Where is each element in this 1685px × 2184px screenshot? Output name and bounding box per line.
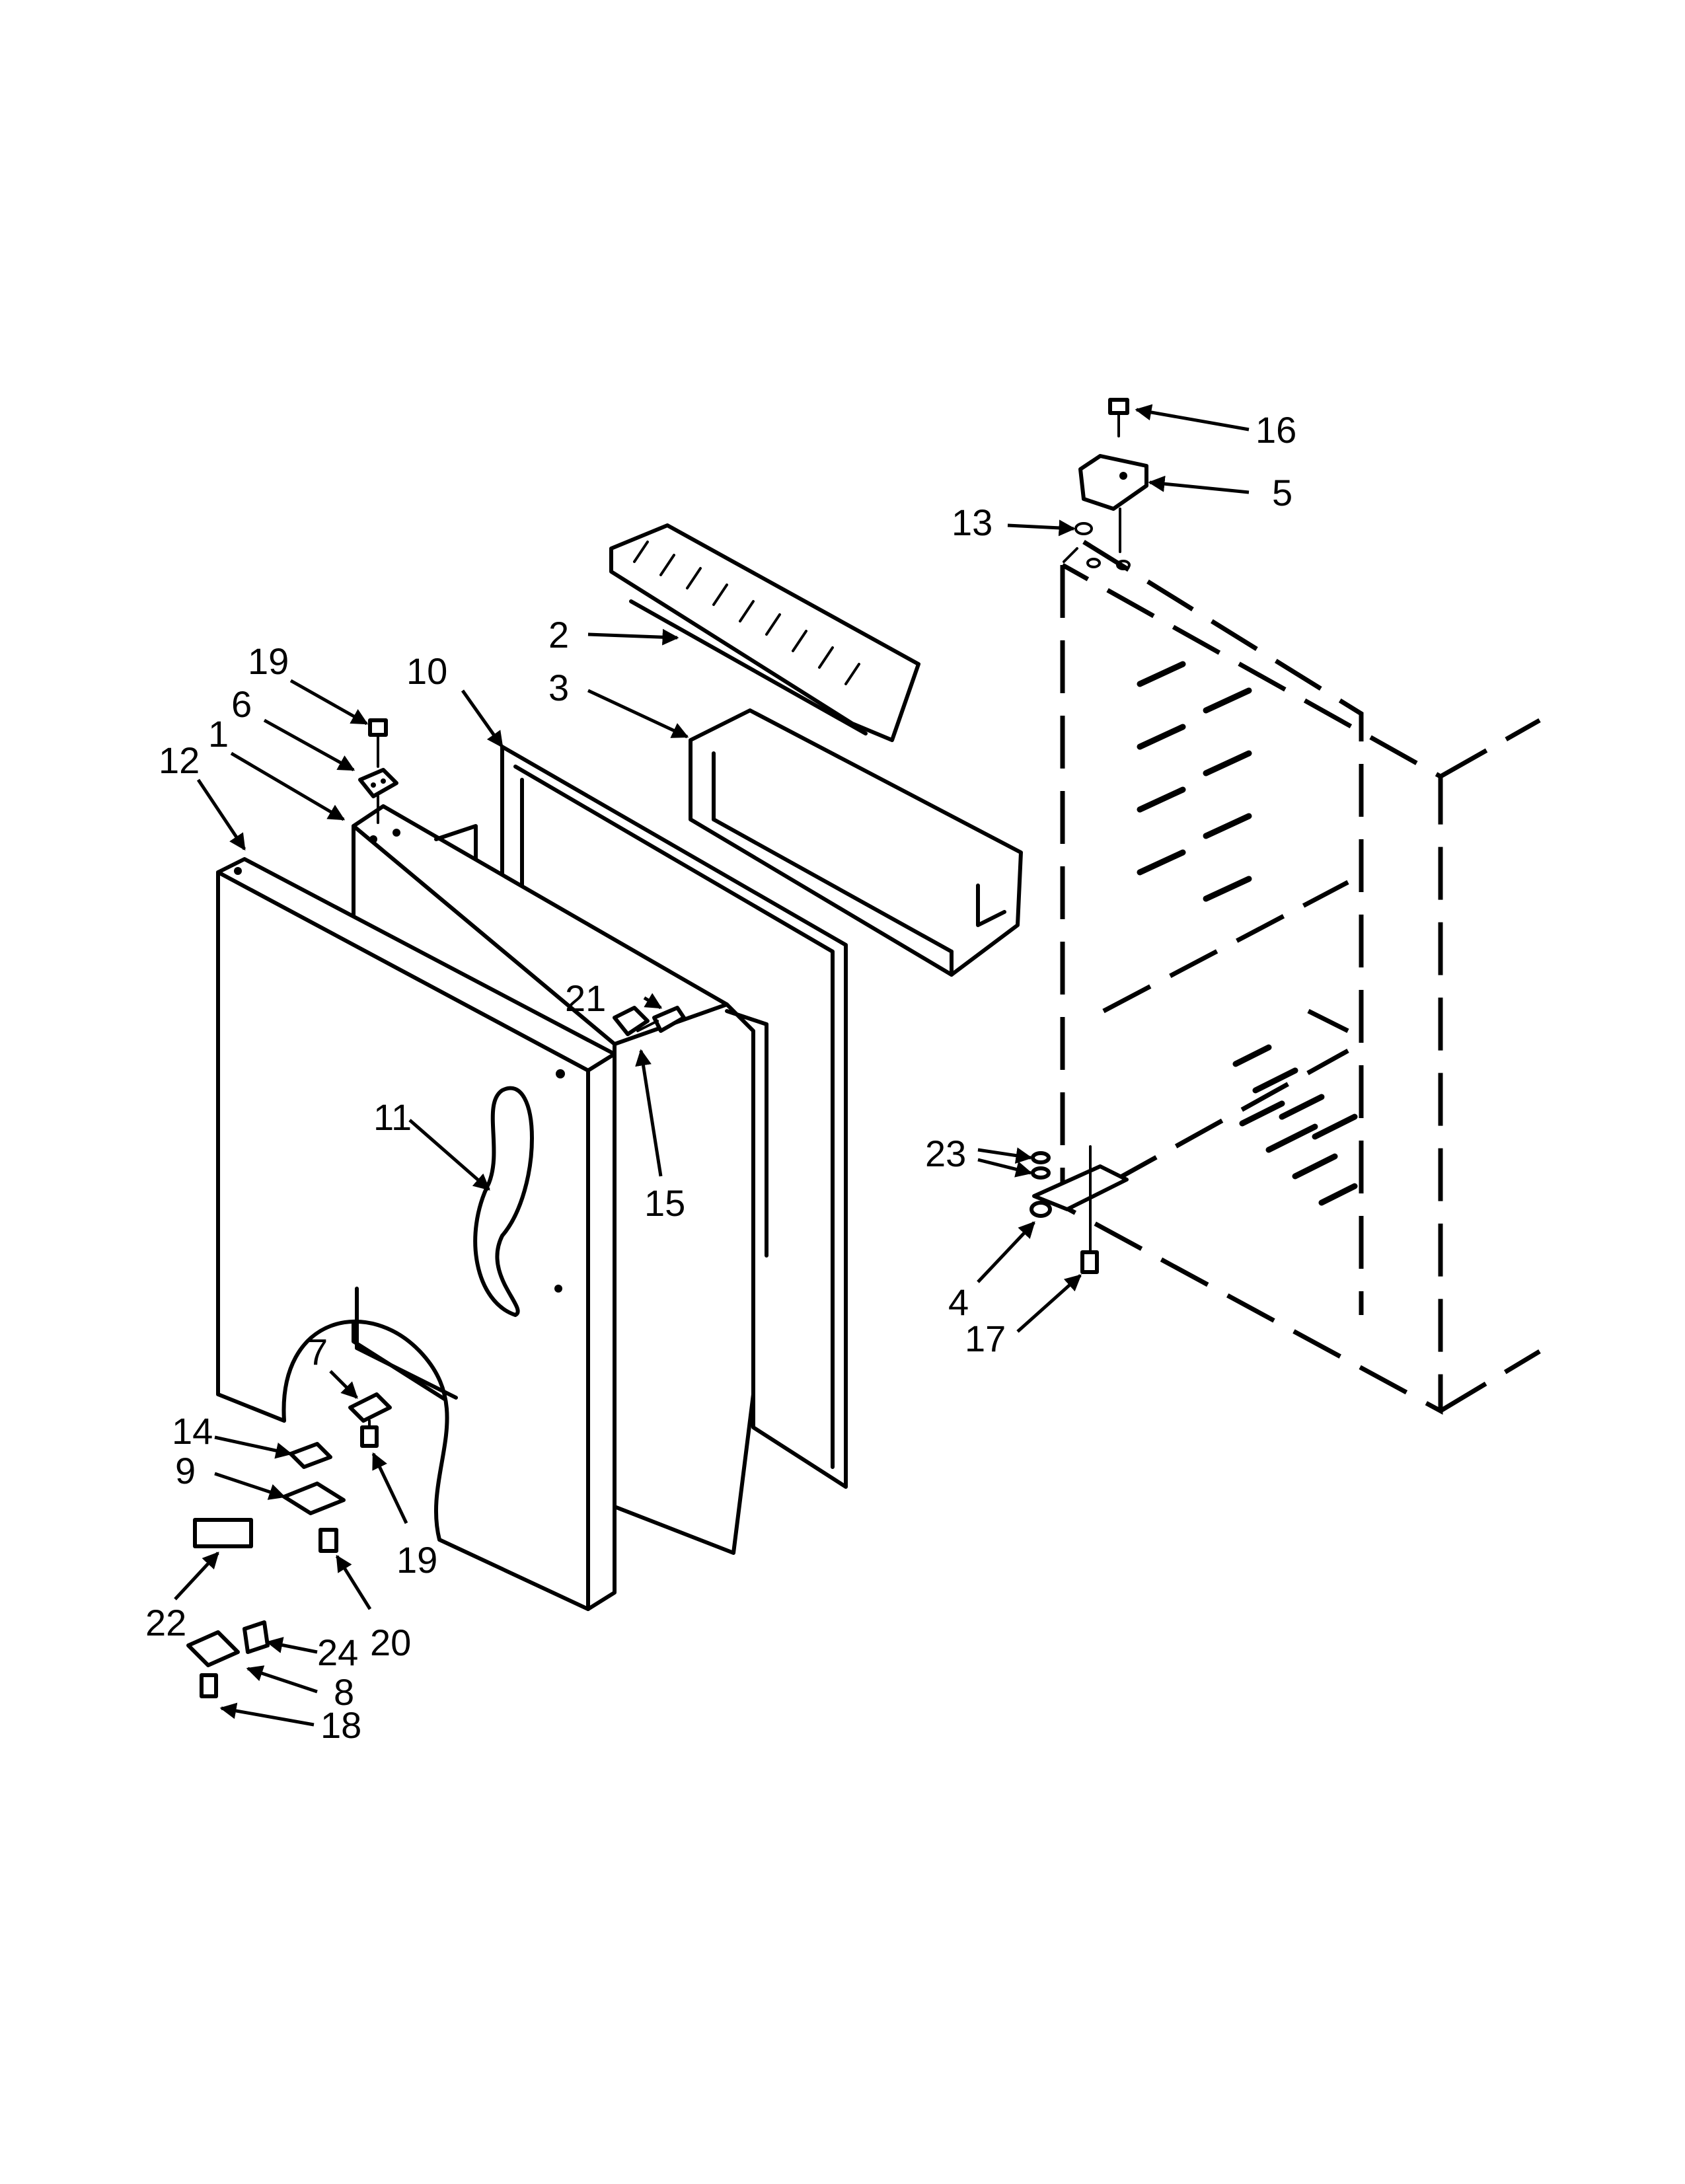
hinge-pin-screw — [318, 1528, 338, 1553]
door-handle — [473, 1069, 565, 1317]
door-label-plate — [193, 1518, 253, 1548]
cabinet-shelf-slots — [1137, 661, 1358, 1206]
upper-hinge-screw — [1108, 398, 1129, 437]
callout-24: 24 — [317, 1632, 358, 1673]
callout-22: 22 — [145, 1602, 186, 1643]
callout-9: 9 — [175, 1450, 196, 1491]
callout-19-top: 19 — [248, 640, 289, 682]
callout-1: 1 — [208, 713, 229, 755]
callout-13: 13 — [952, 502, 992, 543]
hinge-pin-bracket — [282, 1482, 346, 1515]
callout-4: 4 — [948, 1281, 969, 1323]
bottom-hinge-screw-upper — [360, 1419, 379, 1448]
callout-21: 21 — [565, 977, 606, 1019]
callout-18: 18 — [320, 1704, 361, 1746]
callout-8: 8 — [334, 1671, 354, 1713]
callout-14: 14 — [172, 1410, 213, 1452]
lower-cabinet-hinge — [1030, 1145, 1129, 1257]
callout-5: 5 — [1272, 472, 1292, 513]
upper-hinge — [1078, 454, 1148, 553]
door-bin — [689, 708, 1023, 977]
door-basket — [609, 523, 920, 742]
cabinet-hinge-holes — [1086, 558, 1131, 570]
callout-19-bottom: 19 — [396, 1539, 437, 1581]
callout-leaders — [174, 404, 1250, 1727]
callout-12: 12 — [159, 739, 200, 781]
lower-hinge-screw — [1080, 1250, 1099, 1274]
callout-15: 15 — [644, 1182, 685, 1224]
hinge-washer — [1074, 522, 1093, 535]
door-bottom-hinge-bracket — [348, 1392, 392, 1423]
door-top-hinge — [358, 768, 398, 824]
callout-7: 7 — [307, 1331, 328, 1373]
door-closure-cam — [289, 1442, 332, 1469]
callout-23: 23 — [925, 1133, 966, 1174]
callout-6: 6 — [231, 683, 252, 725]
callout-11: 11 — [373, 1096, 412, 1138]
callout-10: 10 — [406, 650, 447, 692]
callout-2: 2 — [548, 614, 569, 656]
door-stop-screw — [636, 1006, 686, 1033]
callout-16: 16 — [1255, 409, 1296, 451]
door-top-hinge-screw — [368, 718, 388, 768]
lower-door-hinge-screw — [200, 1673, 218, 1698]
refrigerator-cabinet-outline — [1060, 540, 1541, 1415]
door-cutaway-view — [355, 1287, 458, 1400]
callout-20: 20 — [370, 1622, 411, 1663]
door-panel — [216, 857, 617, 1611]
hinge-spacers — [1031, 1151, 1051, 1180]
lower-door-hinge — [186, 1630, 240, 1667]
door-plug — [613, 1006, 650, 1036]
lower-hinge-cap — [243, 1620, 270, 1654]
callout-3: 3 — [548, 667, 569, 708]
callout-17: 17 — [965, 1318, 1006, 1359]
